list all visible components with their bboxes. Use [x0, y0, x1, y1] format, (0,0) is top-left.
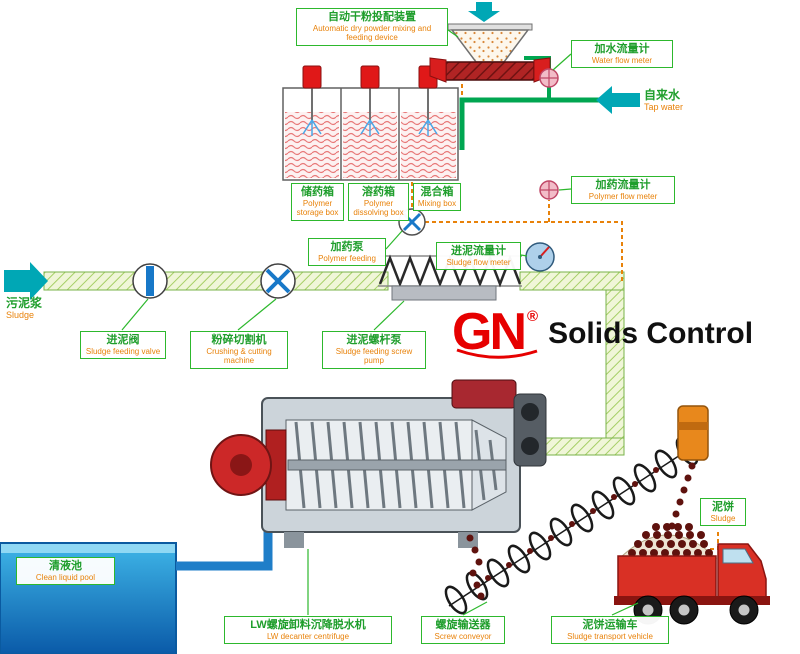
- label-sludge-in-zh: 污泥浆: [6, 296, 43, 310]
- label-mixing-box: 混合箱 Mixing box: [413, 183, 461, 212]
- water-flow-meter-device: [539, 68, 559, 88]
- label-transport-vehicle-en: Sludge transport vehicle: [567, 632, 653, 642]
- brand-gn: GN: [452, 303, 538, 361]
- label-transport-vehicle-zh: 泥饼运输车: [582, 619, 638, 631]
- label-screw-pump: 进泥螺杆泵 Sludge feeding screw pump: [322, 331, 426, 369]
- label-clean-pool: 清液池 Clean liquid pool: [16, 557, 115, 586]
- label-crushing-machine: 粉碎切割机 Crushing & cutting machine: [190, 331, 288, 369]
- label-sludge-feeding-valve-zh: 进泥阀: [106, 334, 140, 346]
- sludge-feeding-valve-device: [132, 263, 168, 299]
- label-tap-water-en: Tap water: [644, 102, 684, 113]
- label-sludge-in: 污泥浆 Sludge: [6, 296, 66, 321]
- label-screw-pump-zh: 进泥螺杆泵: [346, 334, 402, 346]
- label-transport-vehicle: 泥饼运输车 Sludge transport vehicle: [551, 616, 669, 645]
- clean-liquid-pipe: [176, 512, 273, 571]
- label-sludge-flow-meter-zh: 进泥流量计: [451, 245, 506, 257]
- label-crushing-machine-zh: 粉碎切割机: [211, 334, 267, 346]
- label-sludge-flow-meter: 进泥流量计 Sludge flow meter: [436, 242, 521, 271]
- label-polymer-dissolving-en: Polymer dissolving box: [353, 199, 404, 218]
- label-clean-pool-en: Clean liquid pool: [35, 573, 96, 583]
- decanter-centrifuge-device: [210, 379, 547, 548]
- brand-logo: GN ® Solids Control: [452, 303, 754, 361]
- brand-swoosh: [456, 348, 538, 359]
- tap-water-arrow: [596, 86, 640, 114]
- label-screw-conveyor-zh: 螺旋输送器: [435, 619, 491, 631]
- label-water-flow-meter-zh: 加水流量计: [594, 43, 650, 55]
- transport-truck: [614, 523, 770, 625]
- label-polymer-dissolving: 溶药箱 Polymer dissolving box: [348, 183, 409, 221]
- brand-gn-text: GN: [452, 303, 527, 361]
- truck-wheels: [633, 595, 759, 625]
- label-decanter: LW螺旋卸料沉降脱水机 LW decanter centrifuge: [224, 616, 392, 645]
- tank-agitators: [311, 88, 429, 120]
- label-polymer-dissolving-zh: 溶药箱: [362, 186, 395, 198]
- label-screw-conveyor: 螺旋输送器 Screw conveyor: [421, 616, 505, 645]
- label-polymer-feeding: 加药泵 Polymer feeding: [308, 238, 386, 267]
- label-tap-water-zh: 自来水: [644, 88, 681, 102]
- label-polymer-storage-zh: 储药箱: [301, 186, 334, 198]
- label-mixing-box-zh: 混合箱: [420, 186, 454, 198]
- left-arrow-icon: [596, 86, 640, 114]
- label-tap-water: 自来水 Tap water: [644, 88, 714, 113]
- sludge-inlet-arrow: [4, 262, 48, 300]
- sludge-flow-meter-gauge: [525, 242, 555, 272]
- label-polymer-feeding-en: Polymer feeding: [318, 254, 376, 264]
- label-sludge-cake-en: Sludge: [710, 514, 736, 524]
- truck-window: [722, 548, 754, 564]
- tank-motors: [302, 65, 438, 89]
- label-polymer-feeding-zh: 加药泵: [330, 241, 364, 253]
- dosing-tanks: [282, 65, 459, 181]
- label-screw-pump-en: Sludge feeding screw pump: [335, 347, 413, 366]
- label-dry-powder-en: Automatic dry powder mixing and feeding …: [312, 24, 432, 43]
- label-sludge-cake-zh: 泥饼: [712, 501, 734, 513]
- label-crushing-machine-en: Crushing & cutting machine: [206, 347, 272, 366]
- label-sludge-in-en: Sludge: [6, 310, 35, 321]
- conveyor-motor: [677, 405, 709, 461]
- label-dry-powder-zh: 自动干粉投配装置: [328, 11, 416, 23]
- down-arrow-icon: [468, 2, 500, 22]
- label-decanter-en: LW decanter centrifuge: [266, 632, 350, 642]
- label-sludge-flow-meter-en: Sludge flow meter: [446, 258, 511, 268]
- label-water-flow-meter: 加水流量计 Water flow meter: [571, 40, 673, 69]
- label-sludge-feeding-valve-en: Sludge feeding valve: [85, 347, 161, 357]
- crushing-cutting-machine-device: [260, 263, 296, 299]
- sludge-pipes: [43, 271, 625, 456]
- label-sludge-feeding-valve: 进泥阀 Sludge feeding valve: [80, 331, 166, 360]
- dry-powder-feeder: [429, 2, 551, 83]
- label-water-flow-meter-en: Water flow meter: [591, 56, 653, 66]
- polymer-flow-meter-device: [539, 180, 559, 200]
- label-polymer-storage: 储药箱 Polymer storage box: [291, 183, 344, 221]
- label-mixing-box-en: Mixing box: [417, 199, 457, 209]
- screw-conveyor-device: [444, 405, 709, 615]
- label-dry-powder: 自动干粉投配装置 Automatic dry powder mixing and…: [296, 8, 448, 46]
- label-screw-conveyor-en: Screw conveyor: [434, 632, 492, 642]
- label-sludge-cake: 泥饼 Sludge: [700, 498, 746, 527]
- label-polymer-flow-meter-zh: 加药流量计: [595, 179, 651, 191]
- label-polymer-storage-en: Polymer storage box: [296, 199, 339, 218]
- label-connectors: [121, 29, 639, 616]
- label-clean-pool-zh: 清液池: [49, 560, 82, 572]
- truck-bed: [617, 555, 717, 599]
- right-arrow-icon: [4, 262, 48, 300]
- brand-name: Solids Control: [548, 317, 754, 350]
- label-decanter-zh: LW螺旋卸料沉降脱水机: [250, 619, 366, 631]
- sludge-cake-dots: [466, 462, 696, 600]
- tank-sprays: [302, 119, 438, 136]
- centrifuge-motor: [451, 379, 517, 409]
- label-polymer-flow-meter: 加药流量计 Polymer flow meter: [571, 176, 675, 205]
- label-polymer-flow-meter-en: Polymer flow meter: [588, 192, 658, 202]
- registered-mark-icon: ®: [527, 308, 539, 325]
